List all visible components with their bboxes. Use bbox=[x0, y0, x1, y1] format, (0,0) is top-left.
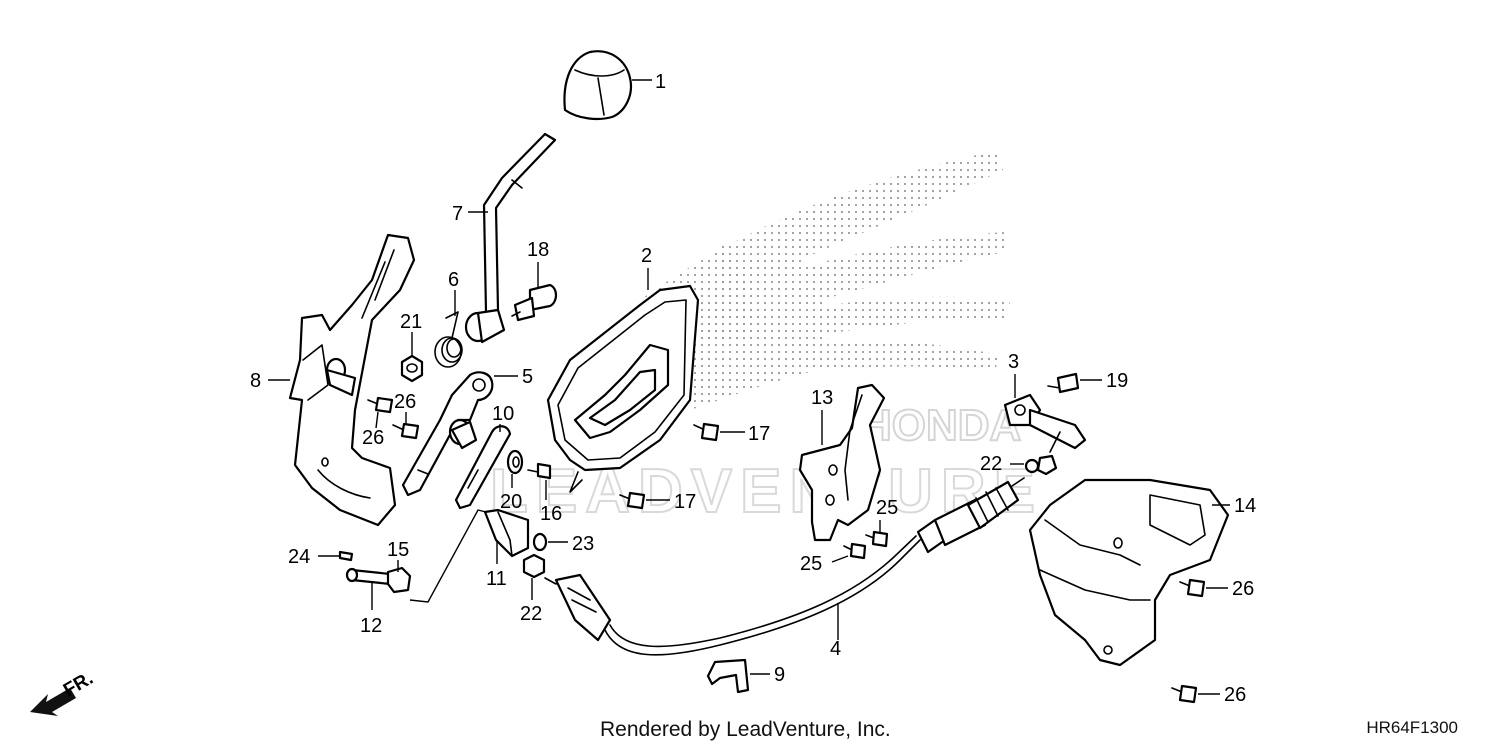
diagram-code: HR64F1300 bbox=[1366, 718, 1458, 737]
callout-11: 11 bbox=[486, 568, 507, 590]
rendered-by-credit: Rendered by LeadVenture, Inc. bbox=[600, 718, 891, 741]
part-9-cable-clip bbox=[706, 658, 750, 694]
callout-23: 23 bbox=[572, 533, 594, 555]
part-10-link-plate bbox=[454, 425, 512, 510]
part-26-bolt-a bbox=[367, 396, 394, 414]
part-8-lever-bracket bbox=[288, 233, 416, 527]
part-14-cable-cover bbox=[1028, 478, 1230, 667]
part-12-bolt bbox=[345, 567, 392, 586]
callout-3: 3 bbox=[1008, 351, 1019, 373]
leader-lines bbox=[268, 79, 1230, 695]
callout-12: 12 bbox=[360, 615, 382, 637]
callout-7: 7 bbox=[452, 203, 463, 225]
callout-25-a: 25 bbox=[876, 497, 898, 519]
part-25-bolt-b bbox=[843, 542, 867, 560]
part-26-bolt-b bbox=[392, 422, 420, 440]
part-13-cable-bracket bbox=[798, 383, 886, 542]
part-21-nut bbox=[400, 354, 424, 383]
part-25-bolt-a bbox=[865, 530, 889, 548]
callout-26-a: 26 bbox=[362, 427, 384, 449]
part-3-shift-arm bbox=[1003, 393, 1087, 453]
part-5-shift-arm bbox=[401, 371, 494, 497]
callout-26-d: 26 bbox=[1224, 684, 1246, 706]
callout-26-c: 26 bbox=[1232, 578, 1254, 600]
callout-17-b: 17 bbox=[674, 491, 696, 513]
part-17-bolt-a bbox=[693, 422, 720, 442]
callout-2: 2 bbox=[641, 245, 652, 267]
callout-21: 21 bbox=[400, 311, 422, 333]
callout-labels: 1 2 3 4 5 6 7 8 9 10 11 12 13 14 15 16 1… bbox=[250, 71, 1256, 706]
front-direction-indicator: FR. bbox=[30, 668, 97, 716]
part-2-shift-gate bbox=[546, 284, 700, 493]
callout-18: 18 bbox=[527, 239, 549, 261]
part-22-nut-b bbox=[1024, 454, 1058, 476]
part-26-bolt-d bbox=[1171, 684, 1198, 704]
part-16-bolt bbox=[527, 462, 552, 480]
callout-10: 10 bbox=[492, 403, 514, 425]
callout-4: 4 bbox=[830, 638, 841, 660]
part-6-return-spring bbox=[434, 311, 463, 368]
part-26-bolt-c bbox=[1179, 578, 1206, 598]
callout-20: 20 bbox=[500, 491, 522, 513]
callout-25-b: 25 bbox=[800, 553, 822, 575]
callout-6: 6 bbox=[448, 269, 459, 291]
part-20-washer bbox=[506, 449, 524, 475]
callout-13: 13 bbox=[811, 387, 833, 409]
callout-17-a: 17 bbox=[748, 423, 770, 445]
brand-watermark: HONDA bbox=[860, 401, 1021, 450]
callout-1: 1 bbox=[655, 71, 666, 93]
callout-14: 14 bbox=[1234, 495, 1256, 517]
callout-22-b: 22 bbox=[520, 603, 542, 625]
part-17-bolt-b bbox=[619, 491, 646, 510]
part-24-pin bbox=[338, 550, 354, 562]
callout-15: 15 bbox=[387, 539, 409, 561]
part-22-nut-a bbox=[522, 553, 546, 579]
part-15-collar bbox=[386, 566, 412, 594]
part-19-bolt bbox=[1047, 372, 1080, 394]
callout-26-b: 26 bbox=[394, 391, 416, 413]
part-23-clip bbox=[532, 532, 548, 552]
part-4-shift-cable bbox=[544, 477, 1025, 656]
callout-5: 5 bbox=[522, 366, 533, 388]
part-11-cable-clamp bbox=[483, 508, 530, 558]
callout-9: 9 bbox=[774, 664, 785, 686]
part-18-pivot-bolt bbox=[511, 283, 558, 322]
callout-22-a: 22 bbox=[980, 453, 1002, 475]
callout-16: 16 bbox=[540, 503, 562, 525]
wing-logo-watermark bbox=[640, 150, 1010, 410]
callout-8: 8 bbox=[250, 370, 261, 392]
callout-19: 19 bbox=[1106, 370, 1128, 392]
part-7-shift-lever bbox=[464, 132, 557, 344]
part-1-shift-knob bbox=[563, 50, 633, 121]
callout-24: 24 bbox=[288, 546, 310, 568]
